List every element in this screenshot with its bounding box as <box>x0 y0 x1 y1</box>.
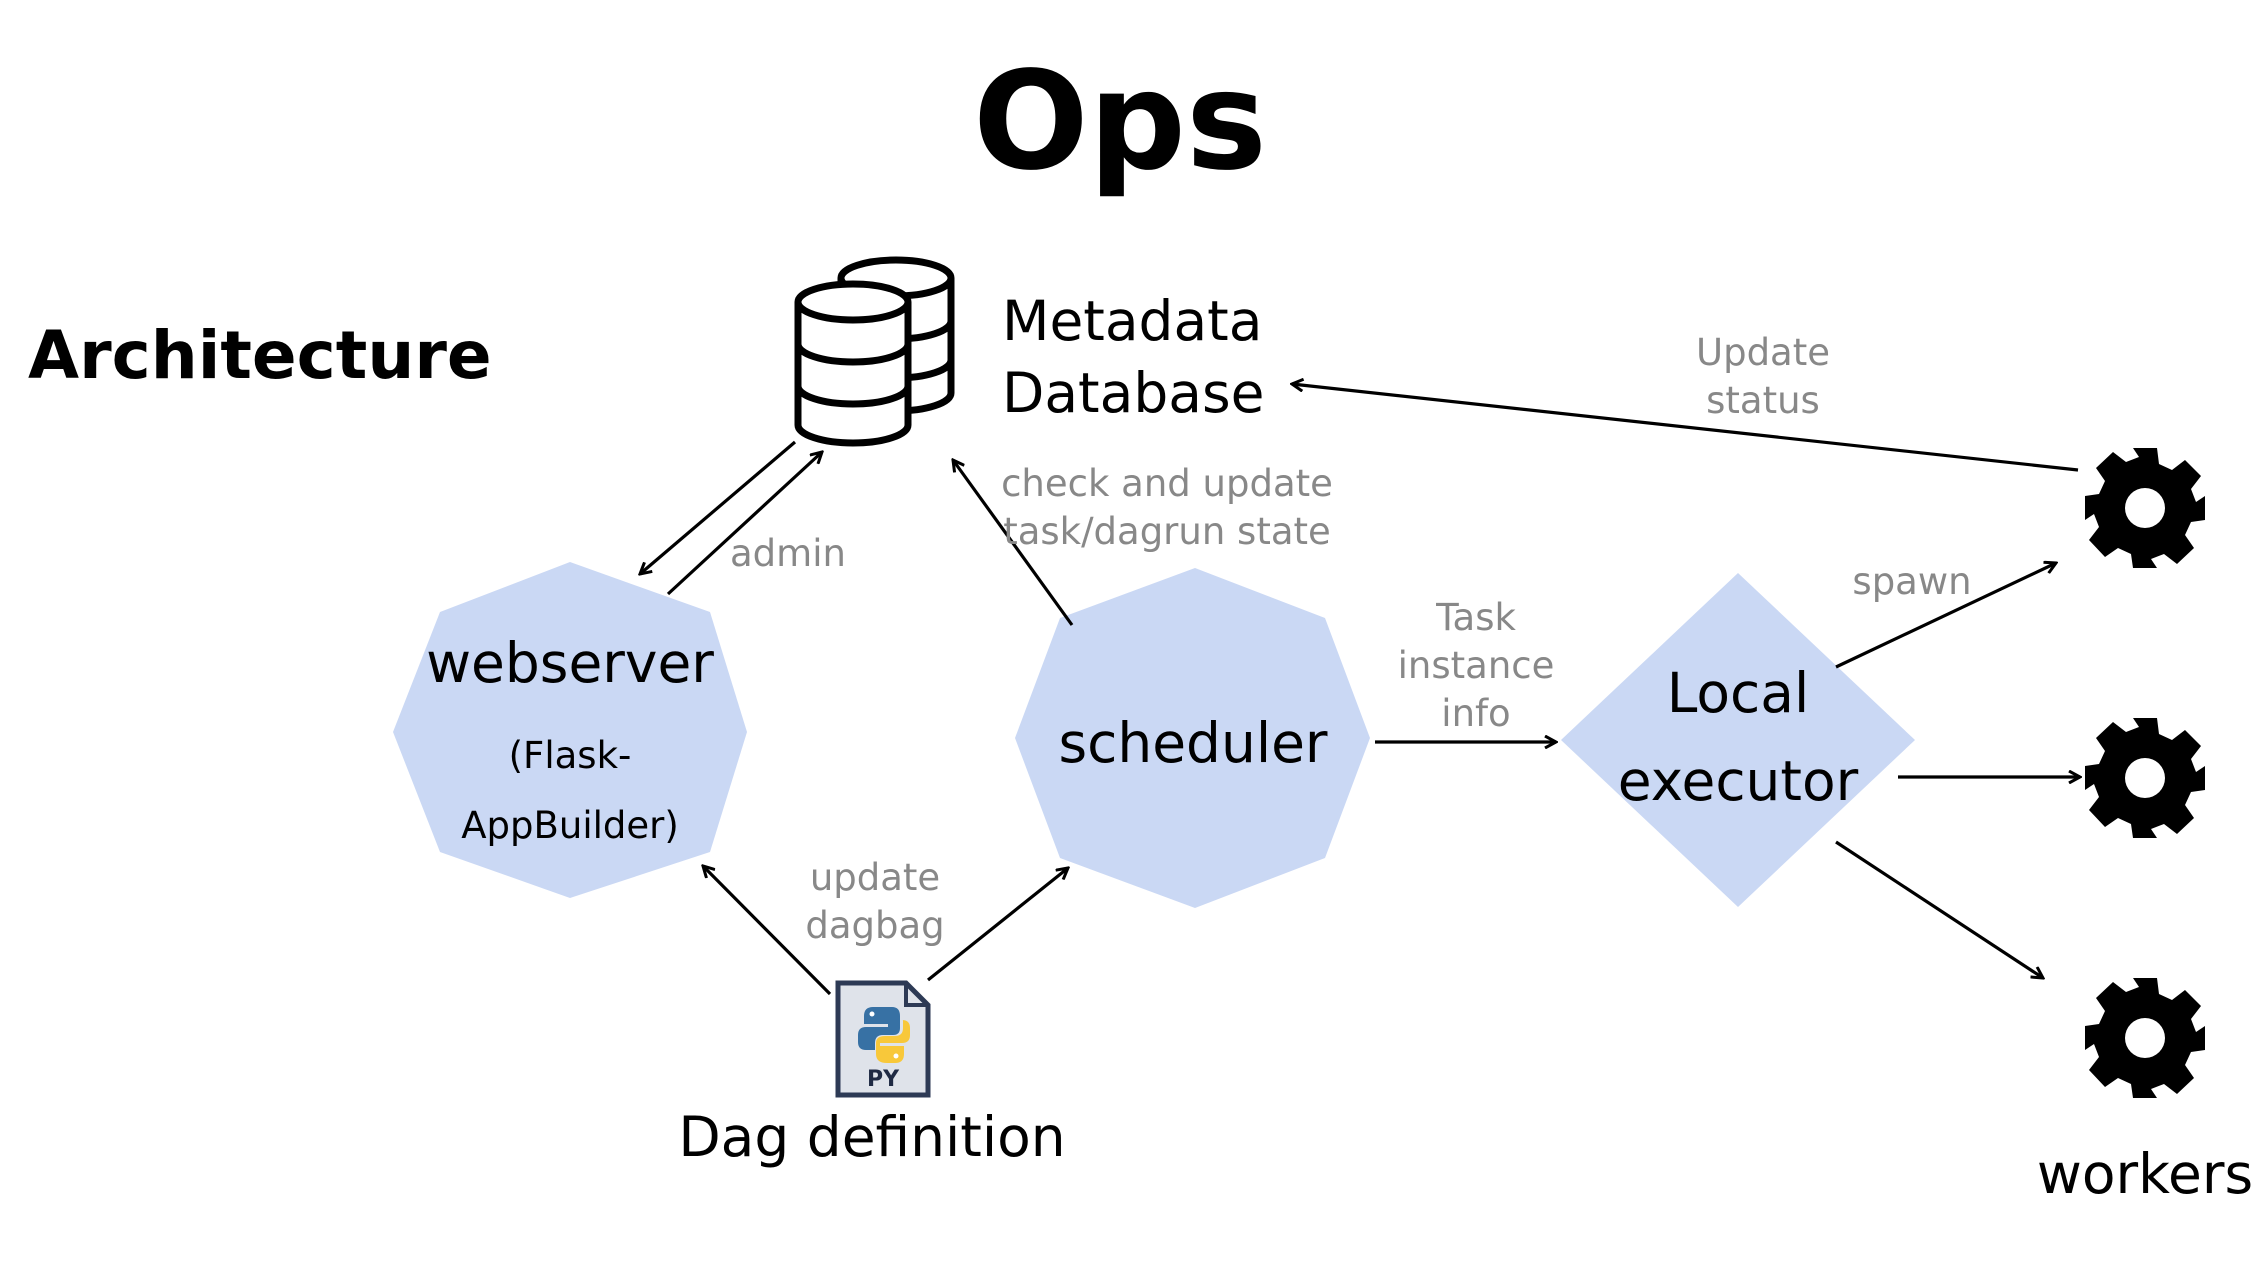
edge-label-update-dagbag-line2: dagbag <box>805 904 944 947</box>
webserver-label-line1: webserver <box>426 631 714 695</box>
edge-label-check-update-line1: check and update <box>1001 462 1333 505</box>
database-icon <box>794 256 955 447</box>
webserver-node <box>393 562 747 898</box>
edge-db-to-webserver <box>640 440 797 574</box>
webserver-label-line3: AppBuilder) <box>461 804 679 847</box>
section-subtitle: Architecture <box>28 317 492 394</box>
edge-dag-to-scheduler <box>927 868 1068 982</box>
dag-definition-label: Dag definition <box>678 1105 1065 1169</box>
workers-label: workers <box>2037 1142 2253 1206</box>
executor-label-line1: Local <box>1667 661 1810 725</box>
edge-label-check-update-line2: task/dagrun state <box>1003 510 1331 553</box>
gear-icon <box>2085 448 2205 568</box>
edge-label-task-info-line2: instance <box>1398 644 1555 687</box>
edge-worker-to-db <box>1292 384 2079 472</box>
metadata-db-label-line1: Metadata <box>1002 289 1262 353</box>
edge-label-update-status-line2: status <box>1706 379 1820 422</box>
python-file-badge: PY <box>867 1067 900 1092</box>
edge-executor-to-worker-1 <box>1835 563 2056 669</box>
webserver-label-line2: (Flask- <box>509 734 632 777</box>
edge-scheduler-to-db <box>953 460 1074 626</box>
edge-label-update-dagbag-line1: update <box>810 856 940 899</box>
edge-webserver-to-db <box>666 452 822 596</box>
gear-icon <box>2085 978 2205 1098</box>
edge-label-update-status-line1: Update <box>1696 331 1830 374</box>
executor-label-line2: executor <box>1618 749 1859 813</box>
edge-label-task-info-line1: Task <box>1435 596 1516 639</box>
scheduler-node <box>1015 568 1370 908</box>
page-title: Ops <box>973 43 1267 201</box>
metadata-db-label-line2: Database <box>1002 361 1264 425</box>
gear-icon <box>2085 718 2205 838</box>
edge-label-spawn: spawn <box>1852 560 1971 603</box>
edge-label-task-info-line3: info <box>1441 692 1510 735</box>
edge-executor-to-worker-3 <box>1835 840 2043 978</box>
executor-node <box>1561 573 1915 907</box>
scheduler-label: scheduler <box>1058 711 1327 775</box>
edge-dag-to-webserver <box>703 866 832 996</box>
python-file-icon: PY <box>835 980 931 1098</box>
edge-label-admin: admin <box>730 532 846 575</box>
